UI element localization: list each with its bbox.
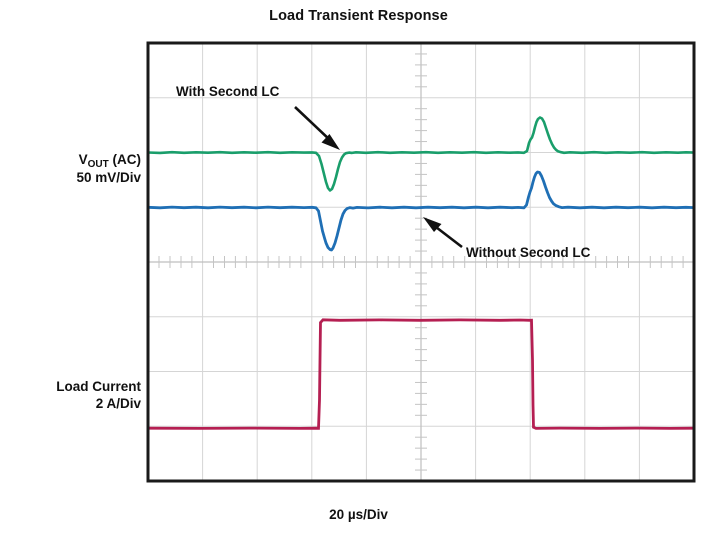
annotation-arrow-with-second-lc: [294, 106, 340, 150]
trace-with-second-lc: [146, 116, 696, 192]
load-line-2: 2 A/Div: [95, 396, 141, 412]
ticks-horizontal-axis: [158, 256, 684, 268]
plot-frame: [146, 41, 696, 483]
load-line-1: Load Current: [56, 379, 141, 394]
x-axis-label: 20 µs/Div: [329, 507, 388, 522]
vout-line-2: 50 mV/Div: [76, 169, 141, 185]
y-axis-label-vout: VOUT (AC) 50 mV/Div: [0, 151, 141, 186]
annotation-arrow-without-second-lc: [423, 217, 463, 249]
annotation-without-second-lc: Without Second LC: [466, 245, 591, 260]
vout-line-1: VOUT (AC): [78, 152, 141, 170]
chart-title: Load Transient Response: [269, 8, 448, 24]
y-axis-label-load-current: Load Current 2 A/Div: [0, 378, 141, 413]
vout-subscript: OUT: [87, 158, 109, 170]
ticks-vertical-axis: [415, 53, 427, 471]
trace-without-second-lc: [146, 170, 696, 252]
trace-load-current: [147, 318, 695, 430]
center-axes: [148, 43, 694, 481]
annotation-with-second-lc: With Second LC: [176, 84, 280, 99]
